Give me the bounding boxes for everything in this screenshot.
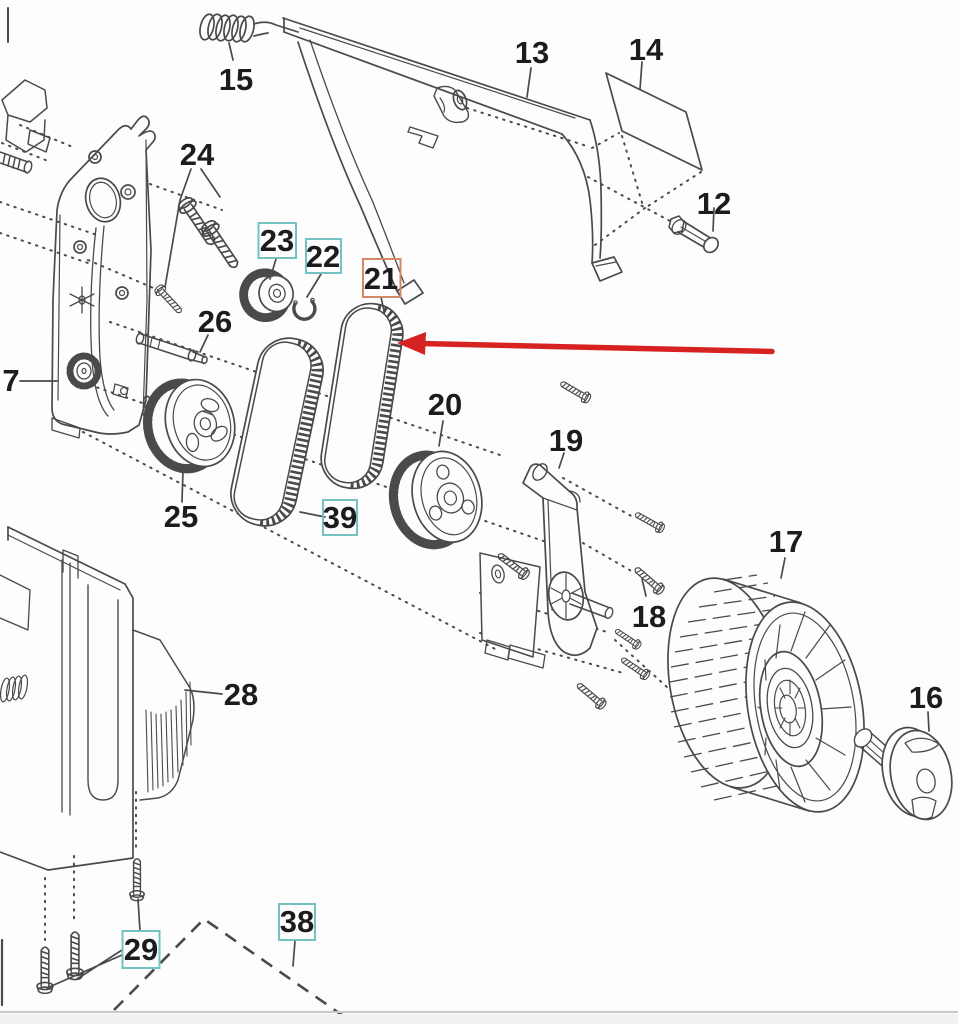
part-label-23: 23: [260, 223, 294, 258]
part-label-16: 16: [909, 680, 943, 715]
page-edge-marks: [0, 7, 9, 1007]
top-left-bracket-drawing: [0, 79, 51, 174]
part-label-28: 28: [224, 677, 258, 712]
part-15-spring-drawing: [199, 13, 299, 43]
pointer-arrow: [397, 332, 775, 355]
part-23-pulley-drawing: [239, 268, 294, 323]
highlight-box-21: [362, 258, 402, 298]
part-13-guard-drawing: [282, 17, 623, 305]
part-label-22: 22: [306, 239, 340, 274]
part-22-cclip-drawing: [292, 297, 317, 321]
part-26-shaft-drawing: [135, 332, 208, 365]
part-label-26: 26: [198, 304, 232, 339]
part-label-38: 38: [280, 904, 314, 939]
part-label-12: 12: [697, 186, 731, 221]
part-20-gear-drawing: [388, 450, 483, 550]
part-25-gear-drawing: [142, 378, 236, 474]
part-21-belt-drawing: [320, 302, 404, 490]
part-label-14: 14: [629, 32, 664, 67]
part-19-bracket-drawing: [479, 463, 614, 669]
highlight-box-38: [278, 903, 316, 941]
part-label-7: 7: [2, 363, 19, 398]
part-labels: 7 12 13 14 15 16 17 18 19 20 21 22 23 24…: [2, 32, 943, 967]
highlight-boxes: [121, 222, 402, 969]
part-label-19: 19: [549, 423, 583, 458]
part-label-21: 21: [364, 261, 398, 296]
page-bottom-edge: [0, 1011, 958, 1024]
pointer-arrow-head: [397, 332, 426, 355]
part-label-13: 13: [515, 35, 549, 70]
highlight-box-29: [121, 930, 161, 969]
part-label-24: 24: [180, 137, 215, 172]
part-12-bolt-drawing: [668, 215, 720, 254]
part-39-belt-drawing: [230, 337, 324, 527]
dashed-baseline-38: [113, 917, 353, 1024]
part-label-20: 20: [428, 387, 462, 422]
part-16-knob-drawing: [853, 726, 953, 821]
part-17-wheel-drawing: [667, 574, 865, 813]
part-label-29: 29: [124, 932, 158, 967]
diagram-line-art: [0, 7, 953, 1007]
part-7-housing-drawing: [51, 115, 156, 439]
part-label-18: 18: [632, 599, 666, 634]
part-14-sheet-drawing: [605, 72, 703, 171]
highlight-box-39: [322, 499, 358, 536]
pointer-arrow-shaft: [417, 340, 775, 355]
part-label-17: 17: [769, 524, 803, 559]
part-label-15: 15: [219, 62, 253, 97]
part-28-housing-drawing: [0, 526, 195, 871]
label-leader-lines: [19, 42, 930, 989]
part-label-25: 25: [164, 499, 198, 534]
highlight-box-22: [305, 238, 342, 274]
part-label-39: 39: [323, 500, 357, 535]
highlight-box-23: [257, 222, 297, 259]
